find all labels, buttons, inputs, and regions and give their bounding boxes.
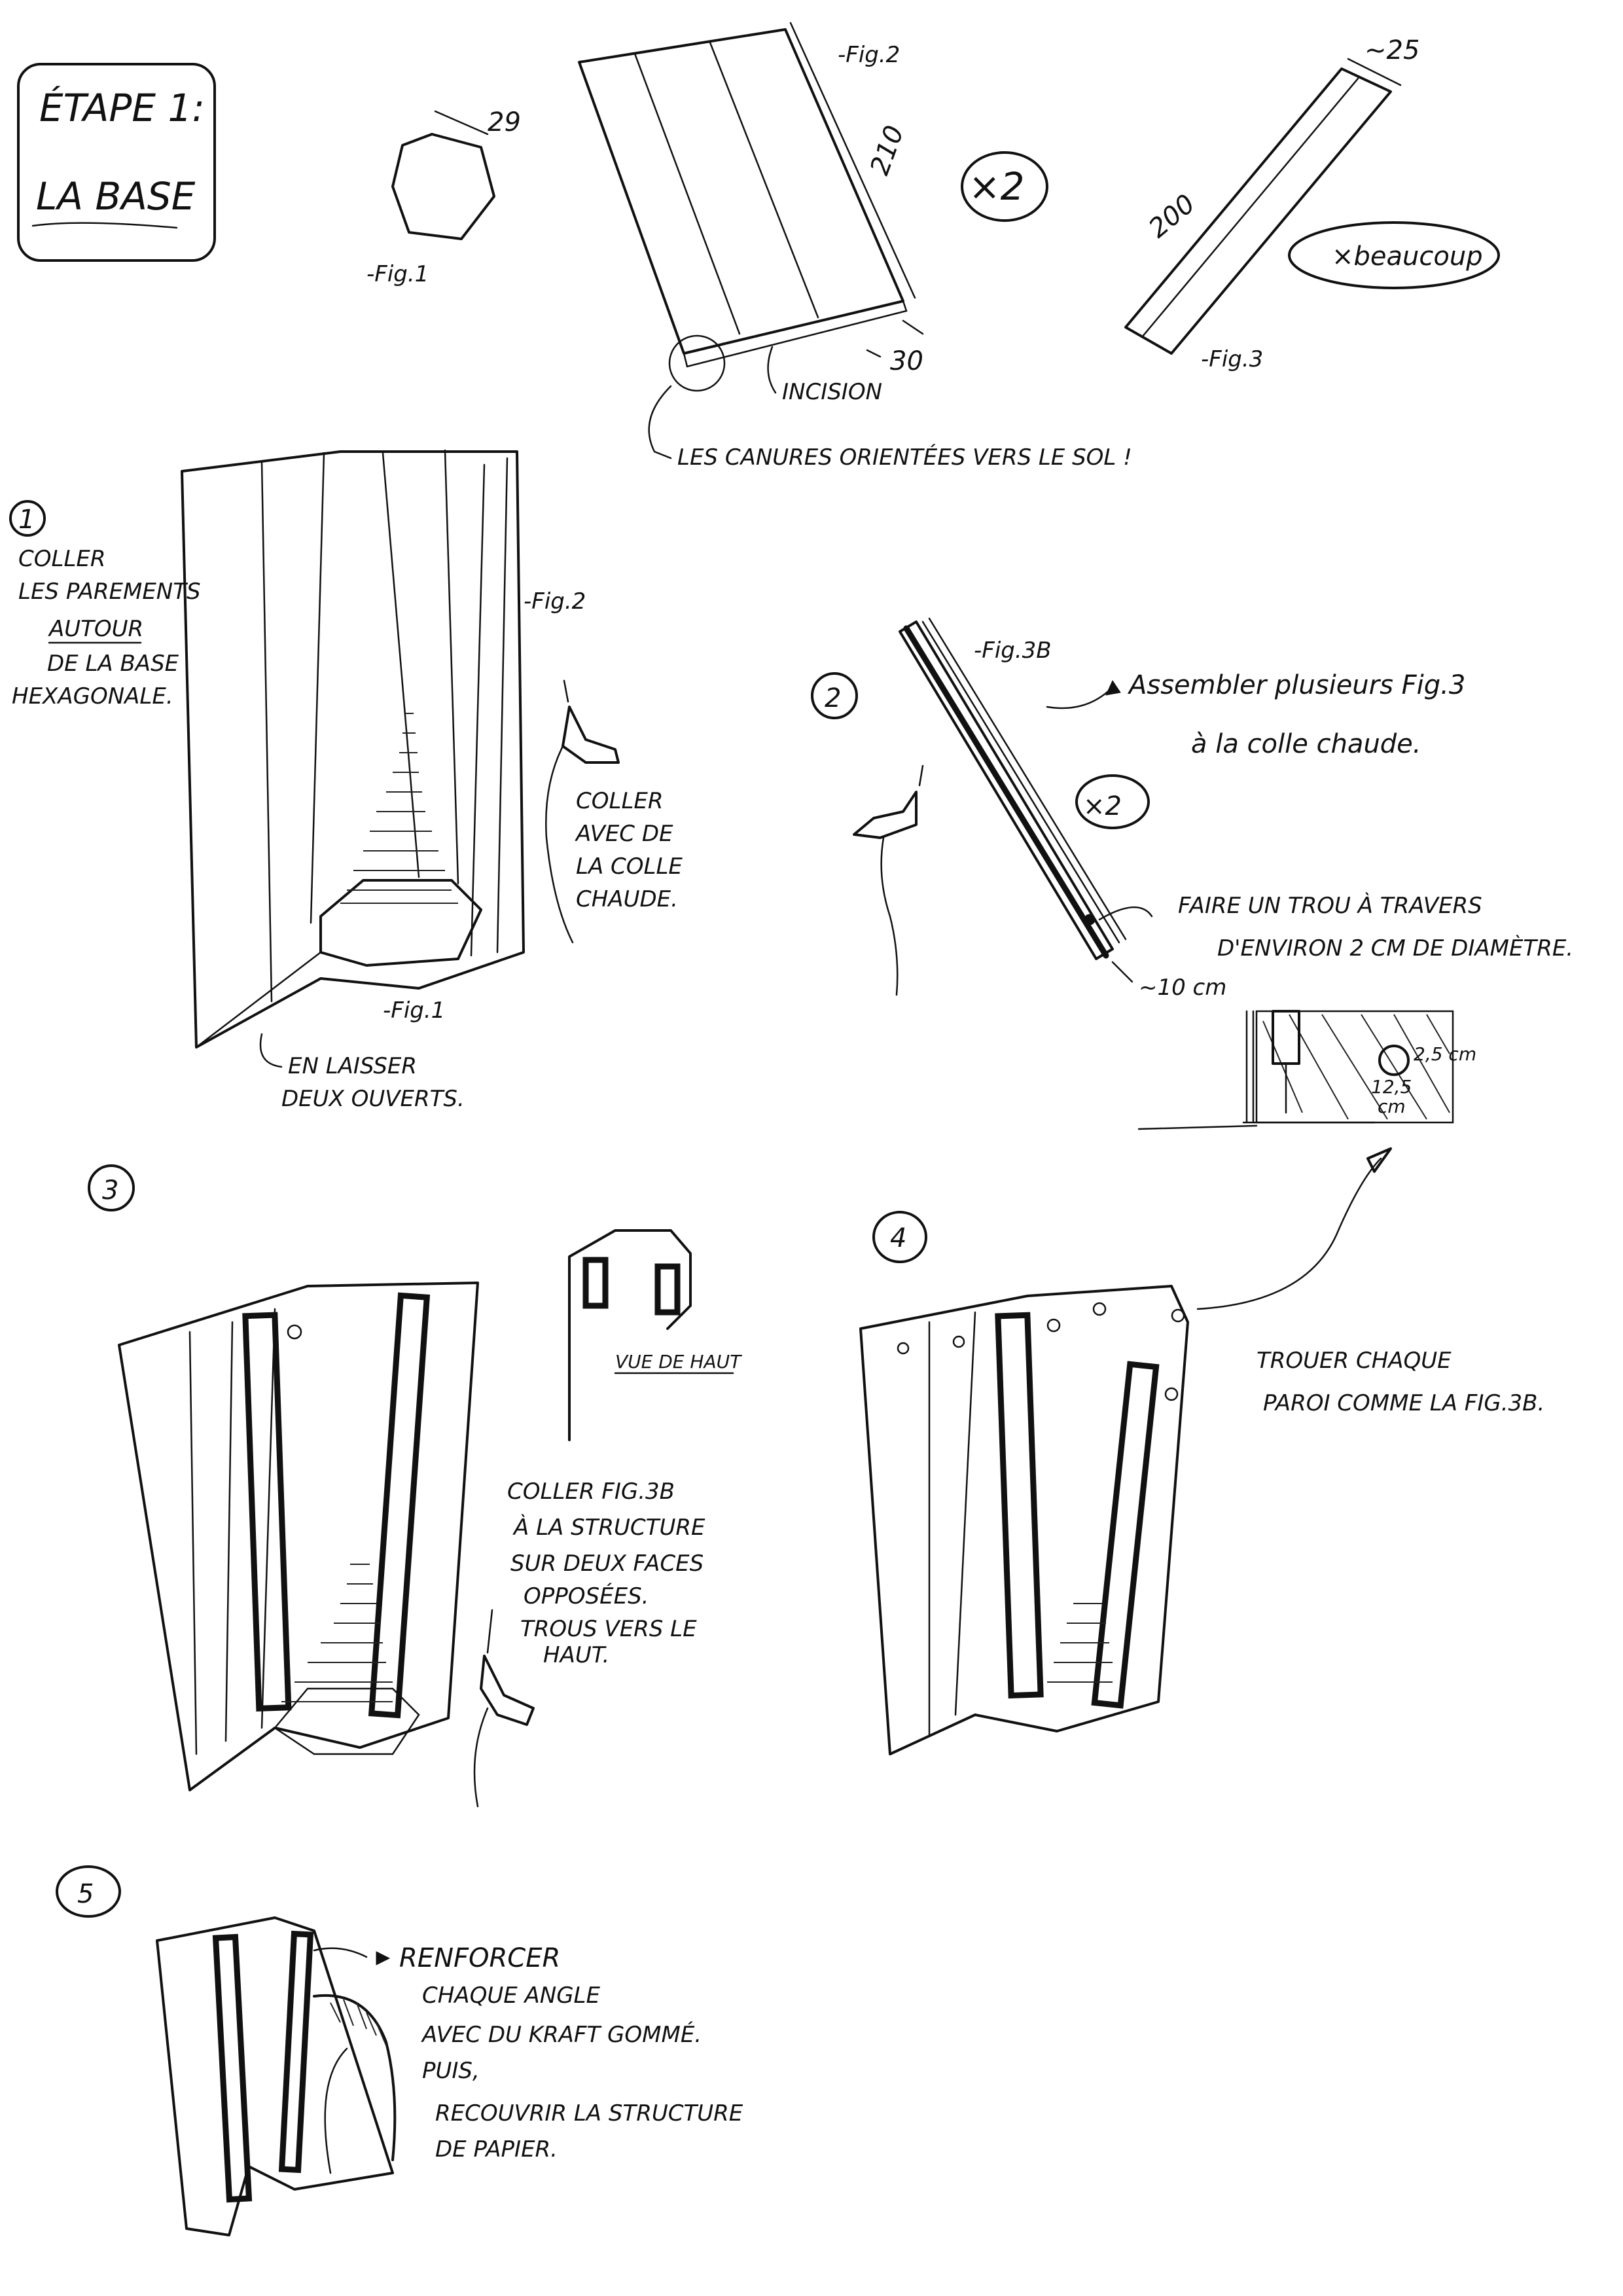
step-1-glue-text-3: LA COLLE (576, 853, 683, 880)
fig1-hexagon: 29 -Fig.1 (366, 107, 521, 287)
step-3-text-4: OPPOSÉES. (524, 1583, 649, 1609)
fig3-width: ~25 (1364, 35, 1419, 65)
step-2-detail-dim-b-1: 12,5 (1371, 1076, 1412, 1098)
step-3-number: 3 (102, 1175, 118, 1206)
step-2-detail-dim-a: 2,5 cm (1414, 1043, 1476, 1065)
step-3-text-3: SUR DEUX FACES (510, 1551, 704, 1577)
step-2-number: 2 (825, 683, 841, 713)
glue-gun-icon-2 (854, 766, 923, 995)
step-3-text-2: À LA STRUCTURE (512, 1514, 705, 1541)
step-1-text-3: AUTOUR (48, 616, 143, 642)
title-line-2: LA BASE (36, 174, 196, 219)
fig3-length: 200 (1143, 188, 1201, 243)
step-5-text-2: CHAQUE ANGLE (422, 1982, 600, 2009)
top-view-icon (569, 1230, 690, 1440)
step-1-open-text-1: EN LAISSER (288, 1053, 417, 1079)
step-2-assemble-1: Assembler plusieurs Fig.3 (1127, 670, 1465, 700)
step-1-fig-label-bottom: -Fig.1 (383, 997, 445, 1024)
fig1-dimension: 29 (488, 107, 521, 137)
fig3-multiplier: ×beaucoup (1332, 242, 1483, 272)
step-3-text-5: TROUS VERS LE (520, 1616, 697, 1642)
fig2-incision: INCISION (782, 379, 882, 405)
step-4: 4 TROUER CHAQUE PAROI COMME LA FIG.3B. (861, 1149, 1544, 1754)
fig3-strip: ~25 200 -Fig.3 ×beaucoup (1126, 35, 1499, 372)
step-1-fig-label-top: -Fig.2 (524, 588, 586, 615)
step-1-text-4: DE LA BASE (47, 651, 179, 677)
step-2-distance: ~10 cm (1139, 975, 1226, 1001)
step-2-hole-1: FAIRE UN TROU À TRAVERS (1178, 892, 1482, 919)
step-2-detail-dim-b-2: cm (1378, 1096, 1406, 1117)
step-5: 5 RENFORCER CHAQUE ANGLE AVEC DU KRAFT G… (57, 1867, 743, 2235)
step-1-text-5: HEXAGONALE. (12, 683, 173, 709)
step-5-text-5: RECOUVRIR LA STRUCTURE (435, 2100, 743, 2126)
step-1-glue-text-4: CHAUDE. (576, 886, 678, 912)
step-2-assemble-2: à la colle chaude. (1191, 729, 1421, 759)
fig2-length: 210 (865, 122, 910, 179)
step-4-text-1: TROUER CHAQUE (1257, 1348, 1452, 1374)
step-1-text-1: COLLER (18, 546, 106, 572)
step-1-text-2: LES PAREMENTS (18, 579, 201, 605)
fig1-label: -Fig.1 (366, 261, 429, 287)
step-5-text-1: RENFORCER (399, 1943, 560, 1973)
fig2-label: -Fig.2 (838, 42, 900, 68)
step-3: 3 VUE DE HAUT COLLER FIG.3B À LA STRUCTU… (89, 1166, 742, 1806)
step-2-multiplier: ×2 (1083, 791, 1122, 821)
step-4-number: 4 (890, 1223, 906, 1253)
step-3-text-1: COLLER FIG.3B (507, 1479, 675, 1505)
step-1-number: 1 (18, 505, 35, 535)
step-2-hole-2: D'ENVIRON 2 CM DE DIAMÈTRE. (1217, 935, 1573, 961)
step-5-text-4: PUIS, (422, 2058, 480, 2084)
step-3-text-6: HAUT. (543, 1642, 609, 1668)
title-line-1: ÉTAPE 1: (39, 85, 205, 130)
step-2-fig-label: -Fig.3B (974, 637, 1052, 664)
canvas-note: LES CANURES ORIENTÉES VERS LE SOL ! (677, 444, 1132, 471)
step-3-top-view: VUE DE HAUT (615, 1351, 742, 1372)
step-5-number: 5 (77, 1879, 94, 1909)
step-1: 1 COLLER LES PAREMENTS AUTOUR DE LA BASE… (10, 450, 683, 1112)
title-box: ÉTAPE 1: LA BASE (18, 64, 215, 260)
step-1-open-text-2: DEUX OUVERTS. (281, 1086, 465, 1112)
step-1-glue-text-2: AVEC DE (575, 821, 673, 847)
step-5-text-6: DE PAPIER. (435, 2136, 558, 2162)
step-5-text-3: AVEC DU KRAFT GOMMÉ. (421, 2021, 702, 2048)
fig2-multiplier: ×2 (969, 164, 1025, 209)
step-2: 2 -Fig.3B Assembler plusieurs Fig.3 à la… (812, 619, 1573, 1129)
fig2-panel: -Fig.2 210 30 ×2 INCISION LES CANURES OR… (579, 23, 1132, 471)
fig2-width: 30 (890, 346, 923, 376)
fig3-label: -Fig.3 (1201, 346, 1263, 372)
step-4-text-2: PAROI COMME LA FIG.3B. (1263, 1390, 1544, 1416)
step-1-glue-text-1: COLLER (576, 788, 664, 814)
